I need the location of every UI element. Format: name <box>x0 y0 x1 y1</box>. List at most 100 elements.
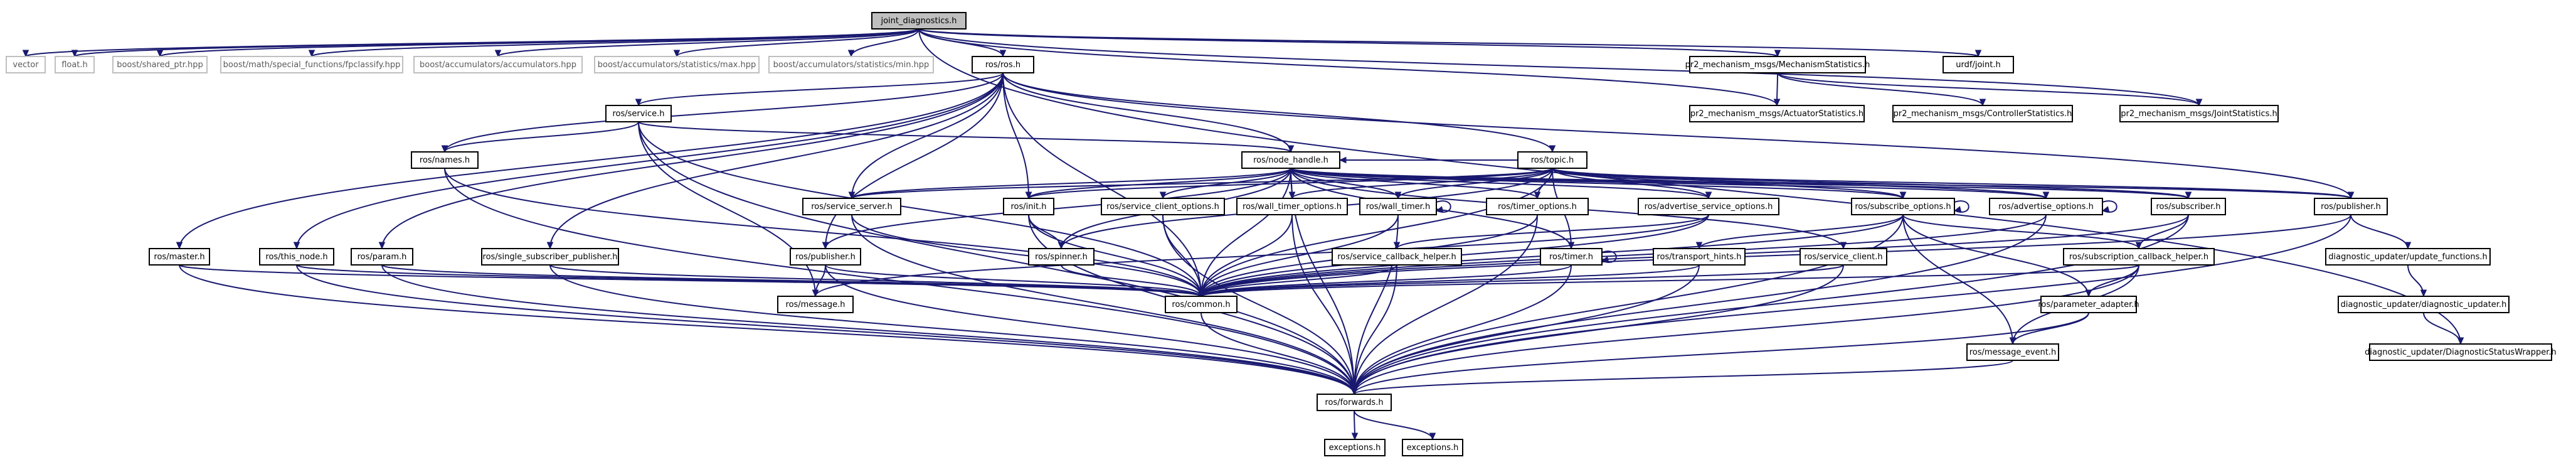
node-names[interactable]: ros/names.h <box>411 151 479 169</box>
edge-arrowhead <box>1953 206 1962 213</box>
node-nodehandle[interactable]: ros/node_handle.h <box>1241 151 1340 169</box>
edge-topic-to-wtopts <box>1288 168 1553 200</box>
node-label: ros/spinner.h <box>1035 252 1088 262</box>
node-jointstat[interactable]: pr2_mechanism_msgs/JointStatistics.h <box>2119 105 2279 122</box>
node-urdf[interactable]: urdf/joint.h <box>1943 56 2014 73</box>
node-forwards[interactable]: ros/forwards.h <box>1317 394 1392 411</box>
node-walltimer[interactable]: ros/wall_timer.h <box>1359 198 1437 215</box>
node-scopts[interactable]: ros/service_client_options.h <box>1101 198 1225 215</box>
node-box <box>220 56 403 73</box>
edge-line <box>1290 168 1709 199</box>
node-box <box>2040 296 2137 313</box>
node-wtopts[interactable]: ros/wall_timer_options.h <box>1236 198 1348 215</box>
node-msgevent[interactable]: ros/message_event.h <box>1966 343 2059 361</box>
edge-line <box>1396 214 1709 249</box>
edge-line <box>1902 214 2089 297</box>
edge-arrowhead <box>999 50 1007 58</box>
node-label: ros/service_server.h <box>811 202 893 212</box>
node-box <box>1892 105 2073 122</box>
node-subopts[interactable]: ros/subscribe_options.h <box>1851 198 1955 215</box>
node-rosh[interactable]: ros/ros.h <box>972 56 1034 73</box>
node-box <box>605 105 672 122</box>
edge-line <box>1201 264 1700 297</box>
edge-line <box>296 72 1004 249</box>
node-master[interactable]: ros/master.h <box>149 248 210 266</box>
edge-line <box>1201 214 2351 297</box>
node-box <box>1236 198 1348 215</box>
node-label: urdf/joint.h <box>1956 60 2000 70</box>
node-asopts[interactable]: ros/advertise_service_options.h <box>1638 198 1779 215</box>
edge-line <box>2350 214 2409 249</box>
node-ctrlstat[interactable]: pr2_mechanism_msgs/ControllerStatistics.… <box>1892 105 2073 122</box>
edge-line <box>1552 168 2351 199</box>
edge-asopts-to-scbhelper <box>1393 214 1709 250</box>
edge-line <box>851 214 1355 395</box>
node-timer[interactable]: ros/timer.h <box>1540 248 1603 266</box>
edge-line <box>638 121 1202 297</box>
edge-line <box>1354 264 1700 395</box>
node-ssp[interactable]: ros/single_subscriber_publisher.h <box>481 248 619 266</box>
node-subcbhelper[interactable]: ros/subscription_callback_helper.h <box>2063 248 2215 266</box>
edge-jd-to-dswrap <box>918 28 2464 345</box>
edge-line <box>444 168 1202 297</box>
graph-edges <box>22 28 2464 441</box>
node-updater[interactable]: diagnostic_updater/diagnostic_updater.h <box>2338 296 2510 313</box>
node-thisnode[interactable]: ros/this_node.h <box>259 248 334 266</box>
edge-line <box>1290 168 2351 199</box>
edge-rosh-to-master <box>176 72 1004 250</box>
edge-line <box>1777 72 2200 106</box>
node-box <box>972 56 1034 73</box>
edge-line <box>638 121 1355 395</box>
node-mechstat[interactable]: pr2_mechanism_msgs/MechanismStatistics.h <box>1685 56 1870 73</box>
node-label: pr2_mechanism_msgs/ActuatorStatistics.h <box>1690 109 1863 119</box>
edge-jd-to-actstat <box>918 28 1781 107</box>
node-box <box>1689 56 1866 73</box>
edge-line <box>676 28 920 57</box>
node-subscriber[interactable]: ros/subscriber.h <box>2151 198 2226 215</box>
edge-arrowhead <box>1394 191 1402 200</box>
node-srvclient[interactable]: ros/service_client.h <box>1799 248 1887 266</box>
edge-line <box>179 72 1004 249</box>
node-label: ros/topic.h <box>1531 156 1574 165</box>
edge-arrowhead <box>2009 337 2017 345</box>
edge-arrowhead <box>1899 191 1907 200</box>
edge-line <box>825 168 1291 249</box>
node-padapter[interactable]: ros/parameter_adapter.h <box>2038 296 2139 313</box>
node-updfunc[interactable]: diagnostic_updater/update_functions.h <box>2325 248 2491 266</box>
node-box <box>1989 198 2103 215</box>
edge-topic-to-srvserver <box>848 168 1553 200</box>
node-dswrap[interactable]: diagnostic_updater/DiagnosticStatusWrapp… <box>2365 343 2557 361</box>
edge-line <box>1354 410 1433 440</box>
node-publisher2[interactable]: ros/publisher.h <box>2314 198 2388 215</box>
edge-arrowhead <box>1974 50 1982 58</box>
node-topic[interactable]: ros/topic.h <box>1517 151 1587 169</box>
node-init[interactable]: ros/init.h <box>1003 198 1054 215</box>
node-transport[interactable]: ros/transport_hints.h <box>1653 248 1746 266</box>
node-box <box>1402 439 1463 456</box>
node-actstat[interactable]: pr2_mechanism_msgs/ActuatorStatistics.h <box>1689 105 1865 122</box>
node-label: ros/master.h <box>154 252 204 262</box>
node-message[interactable]: ros/message.h <box>777 296 854 313</box>
node-jd[interactable]: joint_diagnostics.h <box>871 12 967 30</box>
node-box <box>1943 56 2014 73</box>
edge-line <box>1201 214 2047 297</box>
edge-line <box>918 28 2461 345</box>
node-service[interactable]: ros/service.h <box>605 105 672 122</box>
edge-arrowhead <box>1197 289 1205 298</box>
edge-line <box>1397 168 1553 199</box>
node-topts[interactable]: ros/timer_options.h <box>1486 198 1589 215</box>
edge-line <box>1201 168 1553 297</box>
node-scbhelper[interactable]: ros/service_callback_helper.h <box>1332 248 1462 266</box>
node-srvserver[interactable]: ros/service_server.h <box>802 198 901 215</box>
node-exc2[interactable]: exceptions.h <box>1402 439 1463 456</box>
node-exc1[interactable]: exceptions.h <box>1324 439 1386 456</box>
edge-subopts-to-forwards <box>1350 214 1904 395</box>
node-spinner[interactable]: ros/spinner.h <box>1028 248 1095 266</box>
node-param[interactable]: ros/param.h <box>351 248 413 266</box>
node-common[interactable]: ros/common.h <box>1165 296 1238 313</box>
node-advopts[interactable]: ros/advertise_options.h <box>1989 198 2103 215</box>
edge-topic-to-nodehandle <box>1338 156 1518 164</box>
node-publisher[interactable]: ros/publisher.h <box>790 248 861 266</box>
node-box <box>2314 198 2388 215</box>
